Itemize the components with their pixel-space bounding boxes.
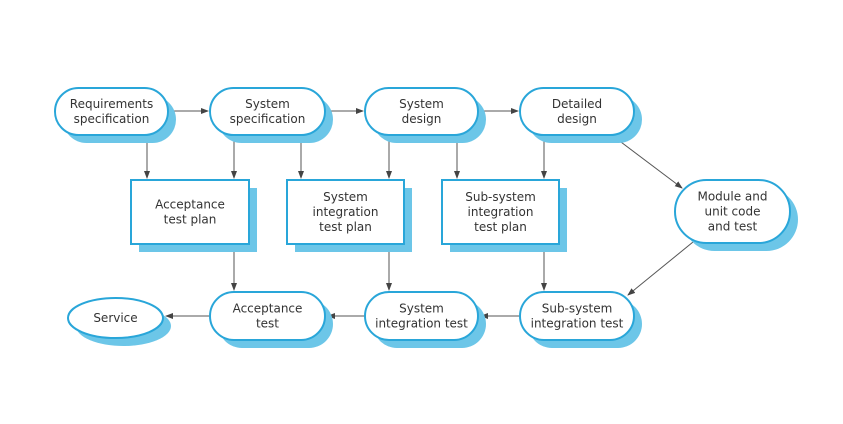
- node-shape: [519, 291, 635, 341]
- node-label: System: [245, 97, 290, 111]
- edge-module-unit-code-test-to-subsys-integration-test: [627, 241, 694, 296]
- node-shape: [364, 291, 479, 341]
- node-label: integration: [468, 205, 534, 219]
- node-shape: [209, 87, 326, 136]
- node-label: Service: [93, 311, 137, 325]
- node-label: integration test: [531, 317, 624, 331]
- node-label: Acceptance: [155, 198, 225, 212]
- node-label: Acceptance: [233, 302, 303, 316]
- node-label: test: [256, 317, 279, 331]
- node-service: Service: [67, 297, 171, 346]
- node-label: specification: [230, 112, 306, 126]
- node-label: System: [399, 302, 444, 316]
- node-label: integration: [313, 205, 379, 219]
- node-label: test plan: [319, 220, 372, 234]
- node-label: design: [402, 112, 442, 126]
- nodes-layer: RequirementsspecificationSystemspecifica…: [54, 87, 798, 348]
- node-shape: [67, 297, 164, 339]
- node-label: and test: [708, 220, 758, 234]
- node-shape: [674, 179, 791, 244]
- node-label: System: [323, 190, 368, 204]
- node-label: design: [557, 112, 597, 126]
- node-label: Sub-system: [542, 302, 613, 316]
- node-shape: [54, 87, 169, 136]
- node-shape: [364, 87, 479, 136]
- node-shape: [209, 291, 326, 341]
- node-label: Sub-system: [465, 190, 536, 204]
- node-shape: [519, 87, 635, 136]
- node-label: test plan: [474, 220, 527, 234]
- node-label: integration test: [375, 317, 468, 331]
- node-label: Requirements: [70, 97, 153, 111]
- node-label: Detailed: [552, 97, 602, 111]
- node-label: test plan: [164, 213, 217, 227]
- node-label: specification: [74, 112, 150, 126]
- node-shape: [130, 179, 250, 245]
- node-shape: [441, 179, 560, 245]
- node-label: unit code: [704, 205, 760, 219]
- node-shape: [286, 179, 405, 245]
- node-label: Module and: [697, 190, 767, 204]
- node-label: System: [399, 97, 444, 111]
